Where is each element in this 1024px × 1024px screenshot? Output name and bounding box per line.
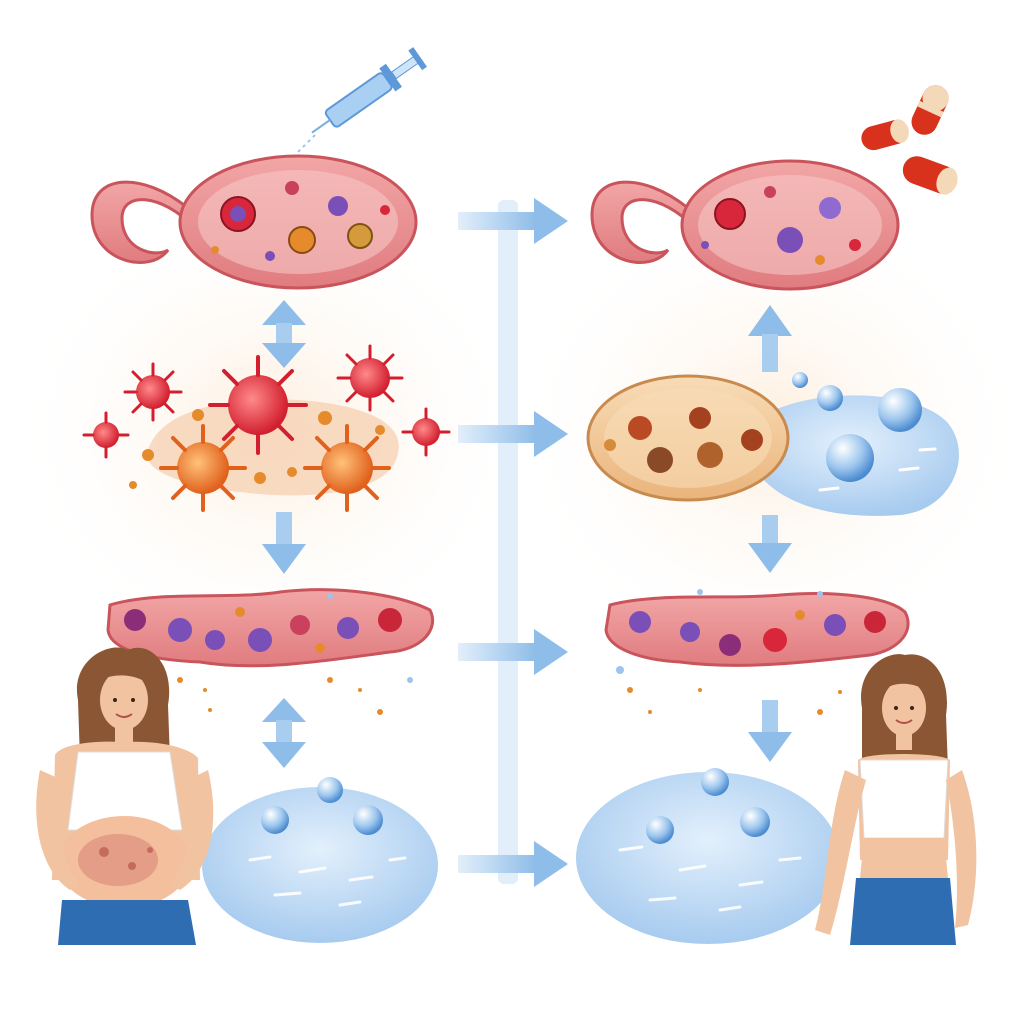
spiky-cell-red [208, 355, 308, 455]
cell-purple [819, 197, 841, 219]
cell-red [714, 198, 746, 230]
tissue-strip-right [604, 592, 910, 667]
cell-purple [777, 227, 803, 253]
spiky-cell-red [123, 362, 183, 422]
rash-patch [78, 834, 158, 886]
spiky-cell-red [336, 344, 404, 412]
cell-red [849, 239, 861, 251]
uterus-right [590, 159, 900, 291]
cell-orange [288, 226, 316, 254]
arrow-down-icon [748, 700, 792, 762]
water-blob-right [740, 372, 959, 516]
face [882, 680, 926, 736]
water-pool-left [202, 777, 438, 943]
uterus-left [90, 154, 418, 290]
tissue-debris-right [616, 589, 842, 715]
center-connector-bar [498, 200, 518, 884]
water-pool-right [576, 768, 840, 944]
face [100, 670, 148, 730]
capsule-icon [911, 85, 949, 135]
fat-cell-right [586, 374, 790, 502]
spiky-cell-red [401, 407, 451, 457]
arrow-down-icon [748, 515, 792, 573]
arrow-up-icon [748, 305, 792, 372]
connector-arrow-row-1 [458, 198, 568, 244]
capsule-icon [861, 119, 909, 151]
spiky-cell-red [82, 411, 130, 459]
inflammation-cluster [82, 344, 451, 512]
connector-arrow-row-2 [458, 411, 568, 457]
woman-before [36, 647, 214, 945]
connector-arrow-row-3 [458, 629, 568, 675]
arrow-down-icon [262, 512, 306, 574]
cell-orange [347, 223, 373, 249]
syringe-icon [311, 47, 427, 134]
tissue-strip-left [106, 588, 434, 668]
connector-arrow-row-4 [458, 841, 568, 887]
spiky-cell-orange [303, 424, 391, 512]
woman-after [815, 654, 977, 945]
capsule-icon [902, 156, 958, 195]
arrow-double-icon [262, 698, 306, 768]
tissue-debris-left [177, 593, 413, 715]
spiky-cell-orange [159, 424, 247, 512]
cell-purple [328, 196, 348, 216]
arrow-double-icon [262, 300, 306, 368]
